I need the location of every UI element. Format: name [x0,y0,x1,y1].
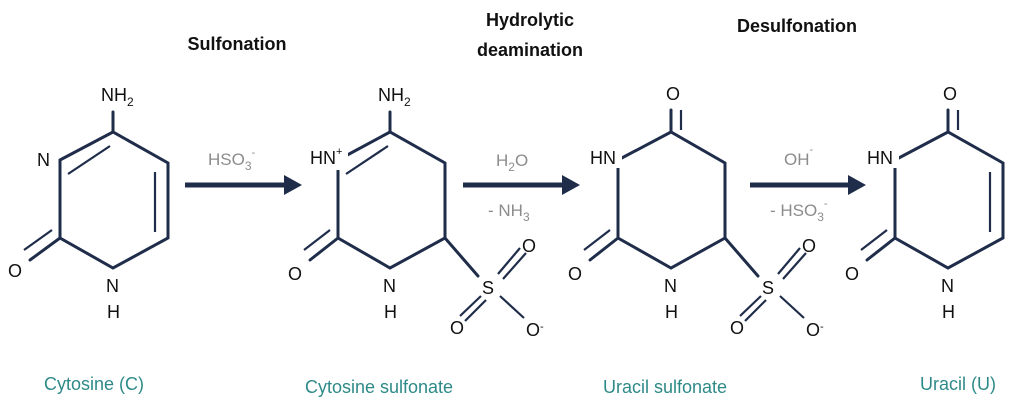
uracil-sulfonate-atom-s: S [762,278,774,298]
uracil-sulfonate-atom-o1: O [802,236,816,256]
cytosine-sulfonate-atom-o: O [288,264,302,284]
reaction-arrow-2: H2O - NH3 [463,151,580,224]
cytosine-carbonyl-double [23,229,53,251]
cytosine-carbonyl-bond [28,236,62,262]
reaction-arrow-3: OH- - HSO3- [750,144,866,224]
cytosine-atom-o: O [8,261,22,281]
cytosine-sulfonate-so-double-b2 [464,299,487,322]
reaction-arrow-1: HSO3- [185,147,302,195]
uracil-sulfonate-so-double-a [777,247,801,275]
uracil-ring [893,130,1005,270]
uracil-atom-h: H [942,302,955,322]
molecule-cytosine-sulfonate: HN+ NH2 O N H S O O O- [288,85,544,340]
uracil-sulfonate-so-double-b2 [744,299,767,322]
cytosine-sulfonate-ring [336,130,447,270]
uracil-sulfonate-so-single [779,295,805,319]
uracil-sulfonate-atom-h: H [665,302,678,322]
step-title-sulfonation: Sulfonation [188,34,287,54]
molecule-cytosine: N NH2 O N H [8,85,170,322]
uracil-sulfonate-so-double-b [739,295,762,317]
label-cytosine-sulfonate: Cytosine sulfonate [305,377,453,397]
uracil-sulfonate-atom-o-bottom: O [568,264,582,284]
cytosine-sulfonate-so-double-a [497,247,521,275]
cytosine-sulfonate-atom-hn: HN+ [310,146,342,168]
uracil-atom-hn: HN [867,148,893,168]
uracil-carbonyl-bottom [865,236,897,262]
cytosine-sulfonate-so-single [499,295,525,319]
cytosine-atom-n3: N [37,150,50,170]
label-uracil: Uracil (U) [920,374,996,394]
uracil-sulfonate-carbonyl-bottom-double [583,229,611,251]
uracil-sulfonate-atom-n: N [664,276,677,296]
uracil-atom-o-top: O [943,84,957,104]
cytosine-sulfonate-so-double-b [459,295,482,317]
cytosine-atom-h1: H [107,302,120,322]
molecule-uracil-sulfonate: HN O O N H S O O O- [568,84,824,340]
cytosine-sulfonate-cs-bond [443,236,480,278]
step-title-deamination-line2: deamination [477,40,583,60]
uracil-carbonyl-bottom-double [860,229,888,251]
uracil-sulfonate-atom-hn: HN [590,148,616,168]
reagent-minus-bisulfite: - HSO3- [770,198,828,224]
cytosine-ring [58,130,170,270]
step-title-desulfonation: Desulfonation [737,16,857,36]
reagent-bisulfite: HSO3- [208,147,256,173]
cytosine-sulfonate-atom-h: H [384,302,397,322]
reagent-minus-ammonia: - NH3 [488,201,530,224]
cytosine-sulfonate-atom-o2: O [450,318,464,338]
cytosine-sulfonate-atom-o1: O [522,236,536,256]
label-uracil-sulfonate: Uracil sulfonate [603,377,727,397]
cytosine-atom-nh2: NH2 [101,85,134,109]
cytosine-sulfonate-atom-o-minus: O- [526,320,544,340]
uracil-sulfonate-atom-o-top: O [666,84,680,104]
cytosine-double-bond-cn [67,145,111,175]
uracil-sulfonate-so-double-a2 [782,252,807,280]
cytosine-atom-n1: N [106,276,119,296]
cytosine-sulfonate-carbonyl-bond [308,236,340,262]
uracil-atom-n: N [941,276,954,296]
molecule-uracil: HN O O N H [845,84,1005,322]
cytosine-sulfonate-atom-s: S [482,278,494,298]
uracil-sulfonate-ring [616,130,727,270]
reagent-water: H2O [496,151,528,174]
cytosine-sulfonate-atom-nh2: NH2 [378,85,411,109]
uracil-sulfonate-atom-o2: O [730,318,744,338]
label-cytosine: Cytosine (C) [44,374,144,394]
cytosine-sulfonate-so-double-a2 [502,252,527,280]
cytosine-sulfonate-atom-n: N [383,276,396,296]
uracil-sulfonate-atom-o-minus: O- [806,320,824,340]
step-title-deamination-line1: Hydrolytic [486,10,574,30]
cytosine-sulfonate-double-bond [345,145,389,175]
reagent-hydroxide: OH- [784,144,814,169]
uracil-sulfonate-carbonyl-bottom [588,236,620,262]
cytosine-sulfonate-carbonyl-double [303,229,331,251]
uracil-atom-o-bottom: O [845,264,859,284]
uracil-sulfonate-cs-bond [723,236,760,278]
